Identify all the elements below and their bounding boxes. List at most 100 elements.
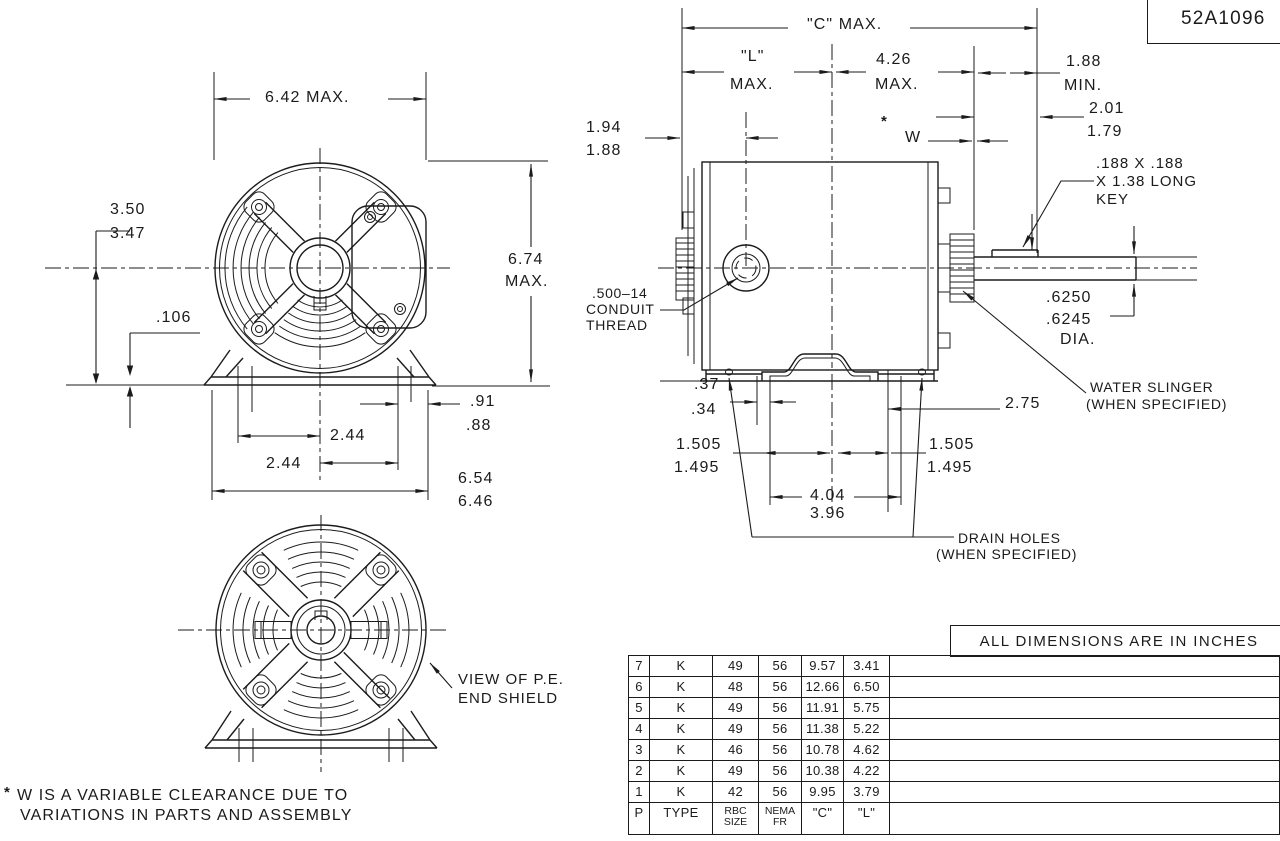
conduit-note-1: .500–14 bbox=[592, 285, 648, 301]
dim-188min-2: MIN. bbox=[1064, 77, 1103, 94]
table-cell: 3.41 bbox=[843, 655, 890, 677]
table-cell: 12.66 bbox=[801, 676, 844, 698]
note-asterisk: * bbox=[4, 784, 11, 801]
table-cell: 5.22 bbox=[843, 718, 890, 740]
table-cell: 11.38 bbox=[801, 718, 844, 740]
dim-foot-lo: .88 bbox=[466, 417, 492, 434]
key-note-2: X 1.38 LONG bbox=[1096, 173, 1198, 190]
table-cell: K bbox=[649, 676, 713, 698]
pe-view-label-2: END SHIELD bbox=[458, 690, 559, 707]
table-cell: 46 bbox=[712, 739, 759, 761]
dim-dia-1: .6250 bbox=[1046, 289, 1092, 306]
dim-l-1: "L" bbox=[741, 48, 765, 65]
dim-shaft-height-lo: 3.47 bbox=[110, 225, 146, 242]
table-cell-empty bbox=[889, 697, 1280, 719]
dim-foot-hi: .91 bbox=[470, 393, 496, 410]
table-cell-empty bbox=[889, 739, 1280, 761]
dim-tol-left-1: 1.505 bbox=[676, 436, 722, 453]
table-cell: K bbox=[649, 697, 713, 719]
dim-37: .37 bbox=[694, 376, 720, 393]
table-cell-empty bbox=[889, 760, 1280, 782]
dim-426-1: 4.26 bbox=[876, 51, 912, 68]
table-cell: 9.57 bbox=[801, 655, 844, 677]
table-cell: TYPE bbox=[649, 802, 713, 835]
table-cell: 2 bbox=[628, 760, 650, 782]
table-cell: 49 bbox=[712, 718, 759, 740]
table-cell: P bbox=[628, 802, 650, 835]
slinger-note-1: WATER SLINGER bbox=[1090, 379, 1214, 395]
dim-426-2: MAX. bbox=[875, 76, 919, 93]
table-cell: 6 bbox=[628, 676, 650, 698]
table-cell: K bbox=[649, 655, 713, 677]
table-cell: 5 bbox=[628, 697, 650, 719]
table-cell: K bbox=[649, 718, 713, 740]
table-cell: 42 bbox=[712, 781, 759, 803]
table-cell: 49 bbox=[712, 655, 759, 677]
dim-base-plate: .106 bbox=[156, 309, 192, 326]
table-cell: 10.78 bbox=[801, 739, 844, 761]
dim-tol-left-2: 1.495 bbox=[674, 459, 720, 476]
dim-l-2: MAX. bbox=[730, 76, 774, 93]
note-line-1: W IS A VARIABLE CLEARANCE DUE TO bbox=[17, 787, 349, 804]
table-cell-empty bbox=[889, 655, 1280, 677]
table-cell: 56 bbox=[758, 697, 802, 719]
front-view-linework bbox=[45, 148, 450, 482]
dim-188min-1: 1.88 bbox=[1066, 53, 1102, 70]
table-cell: 49 bbox=[712, 697, 759, 719]
table-cell: "L" bbox=[843, 802, 890, 835]
dim-shaft-height-hi: 3.50 bbox=[110, 201, 146, 218]
dim-tol-right-1: 1.505 bbox=[929, 436, 975, 453]
table-cell: 56 bbox=[758, 676, 802, 698]
side-view-linework bbox=[658, 44, 1197, 512]
dim-dia-3: DIA. bbox=[1060, 331, 1096, 348]
table-cell: 48 bbox=[712, 676, 759, 698]
dim-396: 3.96 bbox=[810, 505, 846, 522]
dim-34: .34 bbox=[691, 401, 717, 418]
table-cell-empty bbox=[889, 676, 1280, 698]
table-cell: 4.22 bbox=[843, 760, 890, 782]
table-cell: 9.95 bbox=[801, 781, 844, 803]
conduit-note-2: CONDUIT bbox=[586, 301, 655, 317]
dim-tol-right-2: 1.495 bbox=[927, 459, 973, 476]
dim-201: 2.01 bbox=[1089, 100, 1125, 117]
table-cell: K bbox=[649, 739, 713, 761]
table-cell: 56 bbox=[758, 655, 802, 677]
table-cell: 3.79 bbox=[843, 781, 890, 803]
dim-179: 1.79 bbox=[1087, 123, 1123, 140]
table-cell: 4 bbox=[628, 718, 650, 740]
table-cell-empty bbox=[889, 802, 1280, 835]
dim-w: W bbox=[905, 129, 922, 146]
dim-front-height-2: MAX. bbox=[505, 273, 549, 290]
dim-dia-2: .6245 bbox=[1046, 311, 1092, 328]
drawing-number-box: 52A1096 bbox=[1147, 0, 1280, 44]
dim-base-width-hi: 6.54 bbox=[458, 470, 494, 487]
conduit-note-3: THREAD bbox=[586, 317, 648, 333]
dim-front-width: 6.42 MAX. bbox=[265, 89, 350, 106]
table-cell: 56 bbox=[758, 739, 802, 761]
side-view-dimensions bbox=[645, 8, 1136, 538]
table-cell: K bbox=[649, 760, 713, 782]
table-cell: 4.62 bbox=[843, 739, 890, 761]
table-cell: 7 bbox=[628, 655, 650, 677]
slinger-note-2: (WHEN SPECIFIED) bbox=[1086, 396, 1228, 412]
note-line-2: VARIATIONS IN PARTS AND ASSEMBLY bbox=[20, 807, 353, 824]
table-cell-empty bbox=[889, 718, 1280, 740]
dim-front-height-1: 6.74 bbox=[508, 251, 544, 268]
w-asterisk: * bbox=[881, 113, 888, 130]
units-banner-text: ALL DIMENSIONS ARE IN INCHES bbox=[979, 632, 1259, 650]
table-cell: 5.75 bbox=[843, 697, 890, 719]
table-cell-empty bbox=[889, 781, 1280, 803]
table-cell: 56 bbox=[758, 781, 802, 803]
table-cell: K bbox=[649, 781, 713, 803]
front-view-dimensions bbox=[66, 72, 550, 500]
table-cell: 49 bbox=[712, 760, 759, 782]
dim-194: 1.94 bbox=[586, 119, 622, 136]
table-cell: 56 bbox=[758, 718, 802, 740]
dim-base-width-lo: 6.46 bbox=[458, 493, 494, 510]
key-note-3: KEY bbox=[1096, 191, 1130, 208]
dim-188b: 1.88 bbox=[586, 142, 622, 159]
